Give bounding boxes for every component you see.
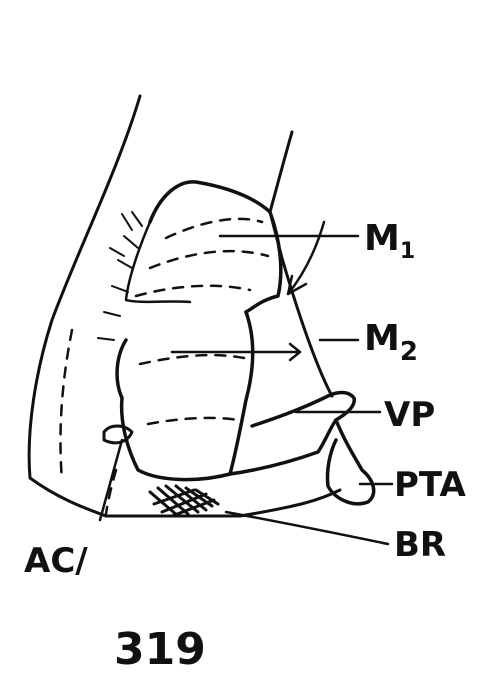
br-bristle-tuft (150, 486, 218, 516)
label-m2-subscript: 2 (400, 337, 418, 367)
leader-ac (100, 440, 122, 520)
middle-lobe-m2 (117, 312, 253, 480)
label-pta: PTA (394, 465, 466, 505)
leader-br (226, 512, 388, 544)
process-vp (230, 393, 354, 475)
figure-number: 319 (114, 624, 206, 675)
dashed-contour-3 (136, 286, 250, 296)
label-m2: M2 (364, 318, 418, 367)
dashed-left-wall (60, 330, 72, 480)
label-br: BR (394, 525, 446, 565)
leader-m1-arrow (288, 222, 324, 294)
dashed-contour-4 (140, 355, 244, 364)
label-vp: VP (384, 395, 435, 435)
hatching (98, 212, 142, 340)
dashed-contour-5 (148, 418, 238, 424)
label-ac: AC/ (24, 541, 88, 581)
label-m1: M1 (364, 218, 415, 264)
upper-lobe-m1 (150, 182, 281, 312)
label-m1-subscript: 1 (400, 239, 415, 264)
dashed-contour-2 (150, 251, 268, 268)
outer-body-outline (29, 96, 340, 516)
